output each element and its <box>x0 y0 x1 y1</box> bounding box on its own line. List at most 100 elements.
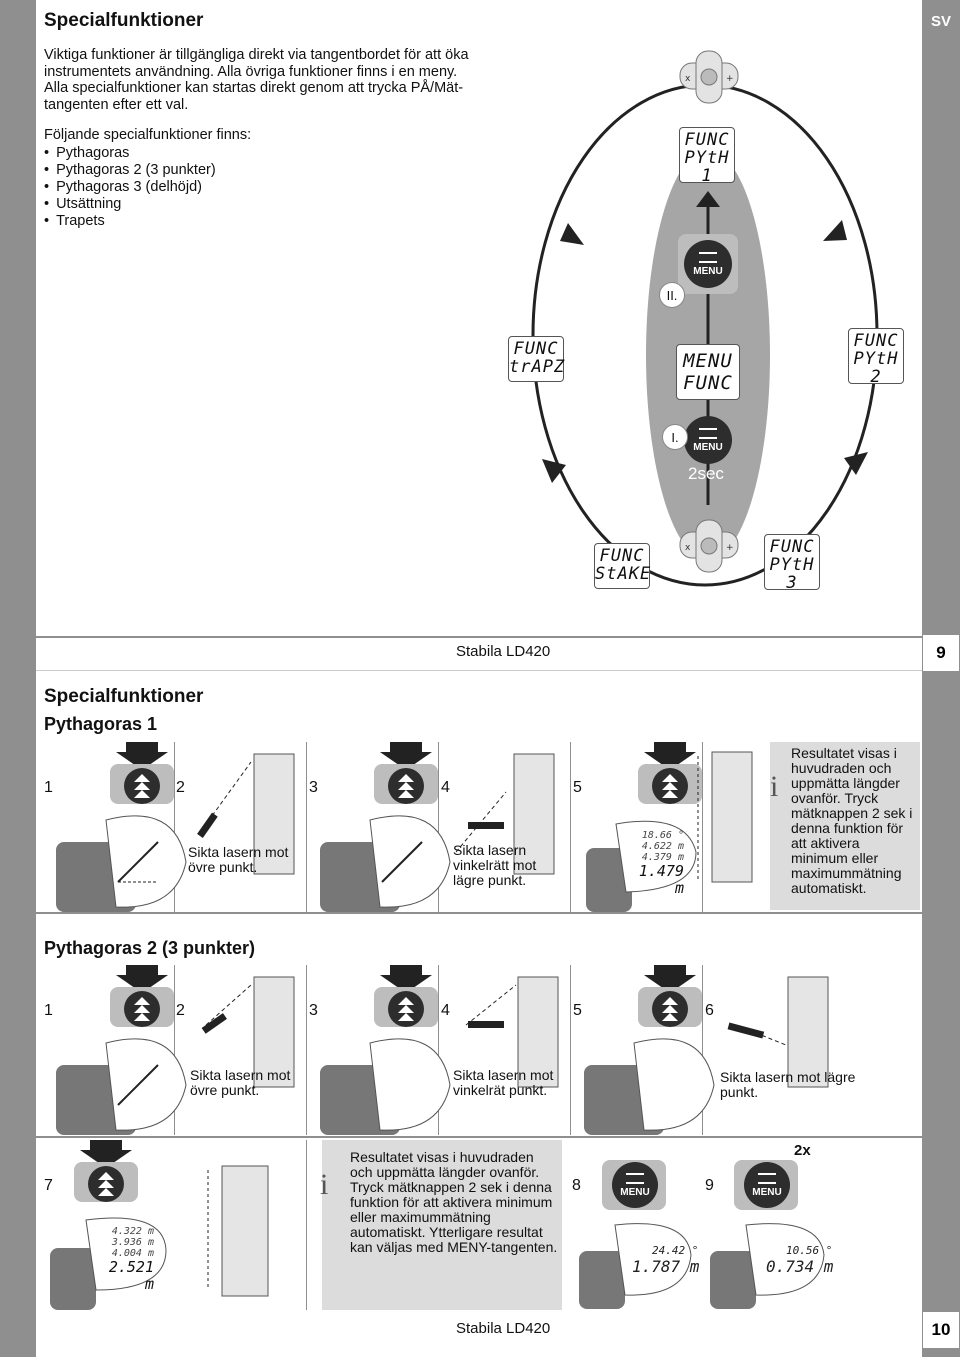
pyth1-heading: Pythagoras 1 <box>44 714 158 734</box>
list-item: Pythagoras <box>44 145 216 162</box>
menu-label: MENU <box>620 1186 650 1198</box>
list-item: Pythagoras 2 (3 punkter) <box>44 162 216 179</box>
intro-paragraph: Viktiga funktioner är tillgängliga direk… <box>44 47 469 113</box>
svg-text:+: + <box>726 543 734 553</box>
press-button-icon <box>110 965 174 1027</box>
lcd-line: PYtH <box>684 148 730 168</box>
column-divider <box>306 965 307 1135</box>
lcd-func-trapz: FUNC trAPZ <box>508 336 564 382</box>
display-value: 4.622 m <box>641 841 684 852</box>
lcd-line: PYtH <box>853 349 899 369</box>
info-text: Resultatet visas i huvudraden och uppmät… <box>791 745 913 896</box>
menu-bars-icon <box>758 1172 776 1184</box>
keypad-icon: x + <box>679 519 739 573</box>
menu-button-box: MENU <box>678 410 738 470</box>
svg-text:x: x <box>685 74 691 84</box>
info-icon: i <box>320 1168 329 1201</box>
step-number: 3 <box>309 1002 318 1019</box>
step-text: Sikta lasern vinkelrätt mot lägre punkt. <box>453 842 537 888</box>
step-marker-i: I. <box>662 424 688 450</box>
lcd-line: trAPZ <box>509 357 566 377</box>
lcd-line: FUNC <box>513 339 559 359</box>
page-divider <box>36 636 922 638</box>
pyth1-step-illustrations <box>56 742 702 912</box>
step-number: 6 <box>705 1002 714 1019</box>
step-number: 1 <box>44 1002 53 1019</box>
lcd-line: 1 <box>701 166 713 186</box>
step7-illustration <box>50 1140 269 1310</box>
step-number: 5 <box>573 779 582 796</box>
device-screen-icon <box>320 815 451 912</box>
device-screen-icon <box>56 815 187 912</box>
function-list: Pythagoras Pythagoras 2 (3 punkter) Pyth… <box>44 145 216 230</box>
lcd-func-pyth-2: FUNC PYtH 2 <box>848 328 904 386</box>
pyth2-step-illustrations <box>56 965 829 1135</box>
page-number-10: 10 <box>922 1311 960 1349</box>
duration-label: 2sec <box>688 464 724 483</box>
laser-perpendicular-icon <box>465 976 559 1088</box>
menu-button: MENU <box>684 240 732 288</box>
language-tab: SV <box>930 12 951 30</box>
flow-arrow <box>696 191 720 207</box>
step-number: 4 <box>441 779 450 796</box>
display-result: 1.787 m <box>632 1257 700 1276</box>
display-value: 4.322 m <box>111 1226 154 1237</box>
left-margin-bar <box>0 0 36 1357</box>
lcd-line: 3 <box>786 573 798 593</box>
press-button-icon <box>110 742 174 804</box>
step-marker-ii: II. <box>659 282 685 308</box>
measurement-display: 10.56 ° 0.734 m <box>766 1245 833 1277</box>
menu-button: MENU <box>684 416 732 464</box>
step-number: 9 <box>705 1177 714 1194</box>
section-title: Specialfunktioner <box>44 686 204 707</box>
page-divider <box>36 670 922 671</box>
press-button-icon <box>74 1140 138 1202</box>
list-item: Trapets <box>44 213 216 230</box>
menu-bars-icon <box>699 427 717 439</box>
column-divider <box>570 742 571 912</box>
display-result: 1.479 m <box>638 862 684 897</box>
step-text: Sikta lasern mot övre punkt. <box>188 844 289 875</box>
page-number-9: 9 <box>922 634 960 672</box>
column-divider <box>438 742 439 912</box>
lcd-line: PYtH <box>769 555 815 575</box>
lcd-func-stake: FUNC StAKE <box>594 543 650 589</box>
measurement-display: 24.42 ° 1.787 m <box>632 1245 699 1277</box>
right-margin-bar <box>922 0 960 1357</box>
press-count: 2x <box>794 1142 811 1159</box>
keypad-icon: x + <box>679 50 739 104</box>
menu-button: MENU <box>744 1162 790 1208</box>
menu-bars-icon <box>699 251 717 263</box>
lcd-line: FUNC <box>853 331 899 351</box>
step-number: 5 <box>573 1002 582 1019</box>
info-box <box>322 1140 562 1310</box>
device-screen-icon <box>586 820 697 912</box>
menu-label: MENU <box>693 441 723 453</box>
cycle-arrow <box>560 223 584 245</box>
lcd-func-pyth-1: FUNC PYtH 1 <box>679 127 735 186</box>
column-divider <box>570 965 571 1135</box>
column-divider <box>174 742 175 912</box>
display-value: 4.004 m <box>111 1248 154 1259</box>
building-height-icon <box>697 751 753 883</box>
column-divider <box>702 742 703 912</box>
column-divider <box>306 1140 307 1310</box>
display-value: 3.936 m <box>111 1237 154 1248</box>
step-number: 2 <box>176 1002 185 1019</box>
device-screen-icon <box>579 1223 692 1309</box>
laser-perpendicular-icon <box>455 753 555 875</box>
menu-label: MENU <box>752 1186 782 1198</box>
step-text: Sikta lasern mot övre punkt. <box>190 1067 291 1098</box>
info-box <box>770 742 920 910</box>
lcd-func-pyth-3: FUNC PYtH 3 <box>764 534 820 593</box>
svg-text:x: x <box>685 543 691 553</box>
device-screen-icon <box>50 1217 167 1310</box>
display-angle: 24.42 ° <box>652 1244 699 1257</box>
info-icon: i <box>770 770 779 803</box>
device-screen-icon <box>56 1038 187 1135</box>
footer-brand: Stabila LD420 <box>456 643 551 660</box>
display-angle: 10.56 ° <box>786 1244 833 1257</box>
display-angle: 18.66 ° <box>641 830 684 841</box>
laser-lower-point-icon <box>727 976 829 1088</box>
column-divider <box>702 965 703 1135</box>
